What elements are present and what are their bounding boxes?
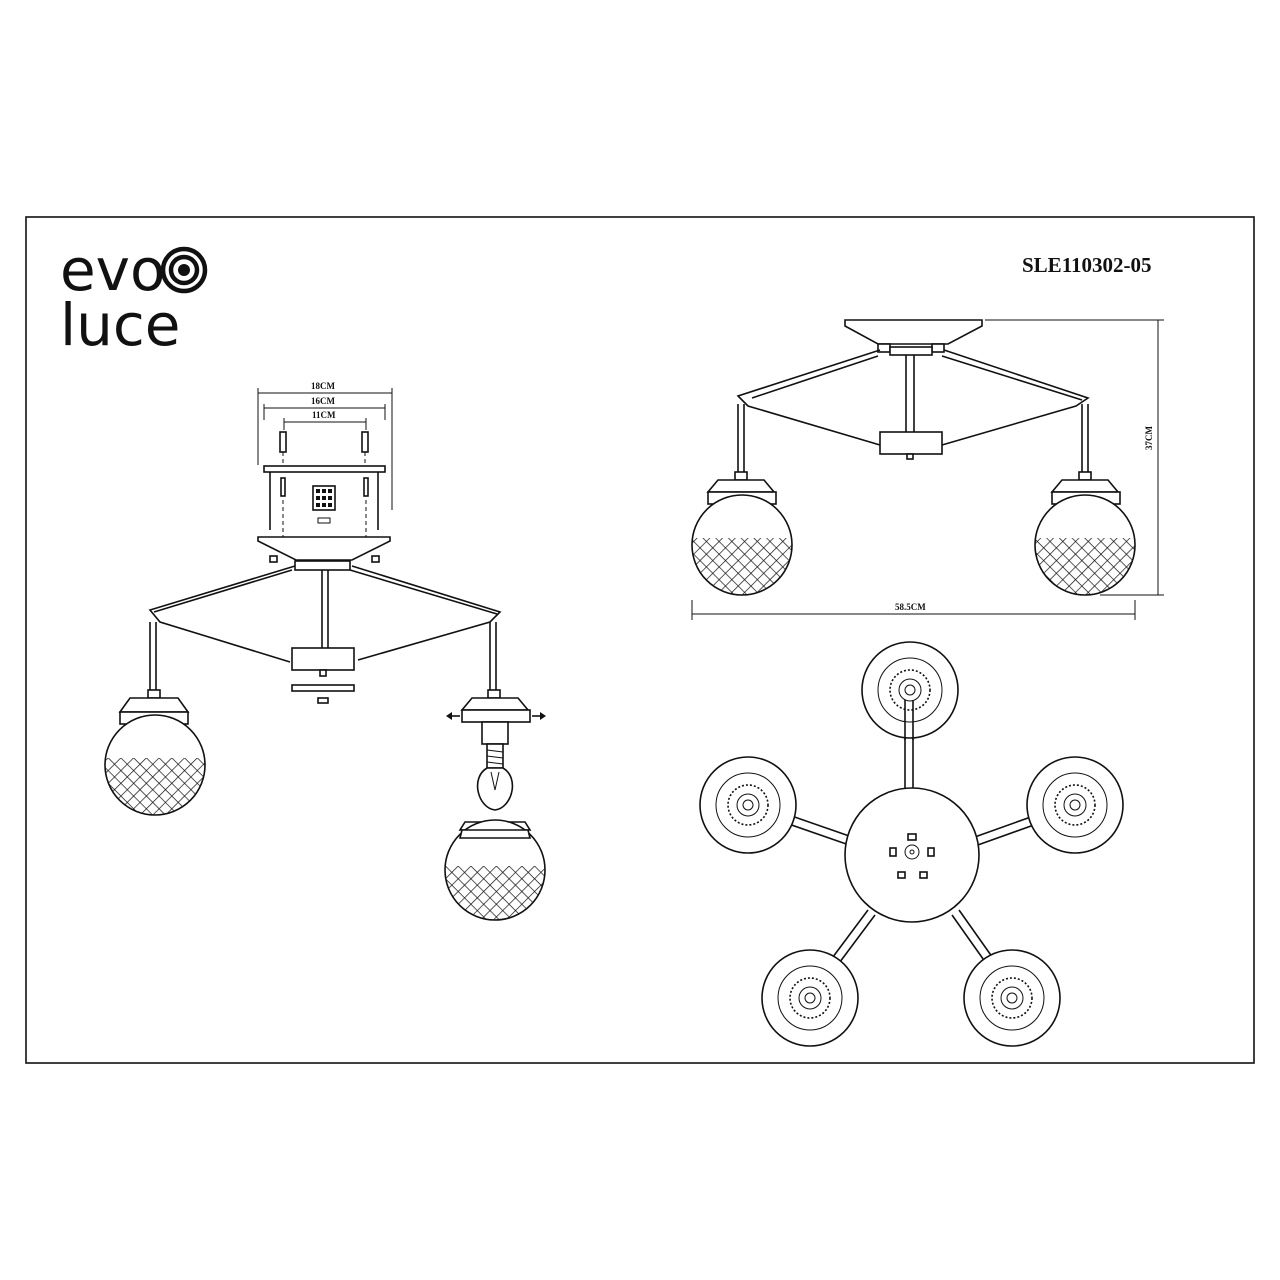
width-dimension: 58.5CM — [691, 600, 1136, 620]
pendant-globe — [104, 689, 206, 816]
arrow-left-icon — [446, 712, 460, 720]
bulb-icon — [476, 743, 514, 811]
brand-logo: evo luce — [60, 236, 208, 359]
shade-left — [699, 756, 797, 854]
screw-icon — [279, 431, 369, 466]
ceiling-canopy — [844, 319, 983, 345]
brand-line-2: luce — [60, 291, 180, 359]
dim-bracket-outer: 18CM — [311, 381, 335, 391]
shade-right — [1026, 756, 1124, 854]
logo-target-icon — [160, 246, 208, 294]
shade-bottom-left — [761, 949, 859, 1047]
terminal-block-icon — [312, 485, 336, 524]
dim-width: 58.5CM — [895, 602, 926, 612]
brand-line-1: evo — [60, 236, 166, 304]
shade-bottom-right — [963, 949, 1061, 1047]
pendant-globe — [691, 471, 793, 596]
fixture-arms — [148, 560, 502, 704]
bracket-dimensions: 18CM 16CM 11CM — [257, 381, 393, 510]
installation-view: 18CM 16CM 11CM — [104, 381, 546, 921]
mounting-bracket — [263, 465, 386, 473]
drawing-frame — [25, 216, 1255, 1064]
shade-top — [861, 641, 959, 739]
side-elevation: 37CM 58.5CM — [691, 319, 1164, 620]
dim-bracket-mid: 16CM — [311, 396, 335, 406]
arrow-right-icon — [532, 712, 546, 720]
pendant-exploded — [444, 689, 546, 921]
central-hub — [844, 787, 980, 923]
bottom-plan-view — [699, 641, 1124, 1047]
pendant-globe — [1034, 471, 1136, 596]
fixture-arms — [736, 349, 1090, 472]
model-code: SLE110302-05 — [1022, 253, 1152, 277]
dim-bracket-inner: 11CM — [312, 410, 336, 420]
height-dimension: 37CM — [985, 319, 1164, 596]
ceiling-canopy — [257, 536, 391, 561]
dim-height: 37CM — [1144, 426, 1154, 450]
